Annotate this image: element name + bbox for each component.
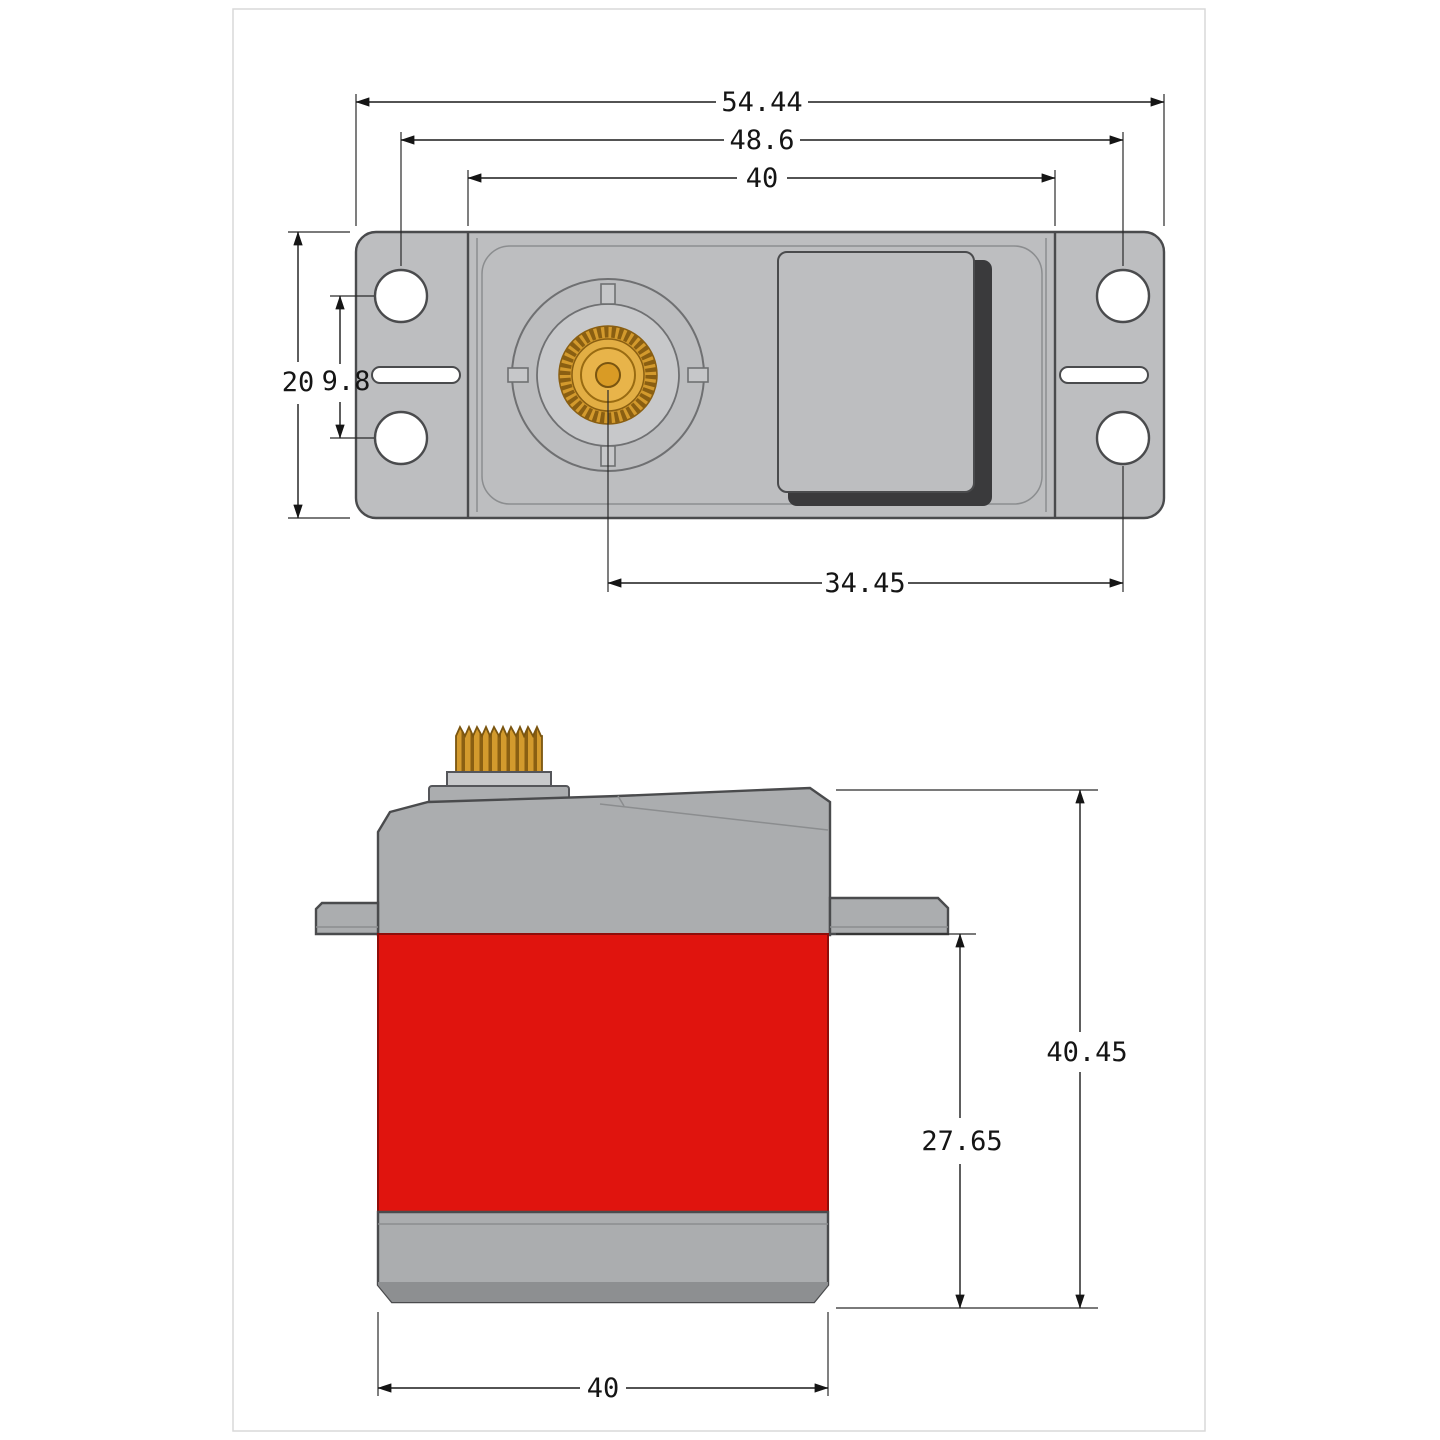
output-spline [558,325,658,425]
top-view: 54.44 48.6 40 20 [282,87,1166,599]
mounting-hole-bottom-left [373,410,429,466]
dim-body-width-side-label: 40 [587,1373,620,1404]
mounting-ear-left [314,901,380,936]
dim-overall-height: 40.45 [836,789,1128,1309]
top-housing-step-line [617,795,625,807]
dim-shaft-to-hole: 34.45 [607,390,1124,599]
dim-lower-body-height: 27.65 [836,933,1003,1309]
dim-hole-pitch: 9.8 [322,295,374,439]
boss-notch-top [600,283,616,305]
mounting-hole-top-right [1095,268,1151,324]
flange-slot-left [371,366,461,384]
spline-gear-side [428,724,570,804]
mounting-hole-bottom-right [1095,410,1151,466]
dim-hole-pitch-label: 9.8 [322,366,371,397]
gear-teeth [455,724,543,775]
spline-center [595,362,621,388]
dim-overall-height-label: 40.45 [1046,1037,1127,1068]
dim-hole-span: 48.6 [400,125,1124,266]
bottom-housing-dark-strip [378,1282,828,1302]
boss-notch-right [687,367,709,383]
dim-body-width-side: 40 [377,1312,829,1404]
top-housing-ridge-line [599,803,829,831]
dim-flange-height-label: 20 [282,367,315,398]
dim-flange-height: 20 [282,231,350,519]
flange-slot-right [1059,366,1149,384]
top-housing [376,786,832,937]
mounting-ear-right [828,896,950,936]
dim-shaft-to-hole-label: 34.45 [824,568,905,599]
side-view: 40.45 27.65 40 [314,724,1128,1404]
dim-hole-span-label: 48.6 [729,125,794,156]
boss-notch-left [507,367,529,383]
mounting-hole-top-left [373,268,429,324]
dim-overall-width: 54.44 [355,87,1165,226]
dim-body-width-top-label: 40 [746,163,779,194]
label-recess [777,251,975,493]
dim-lower-body-height-label: 27.65 [921,1126,1002,1157]
page-frame [232,8,1206,1432]
body-top-face-contour [481,245,1043,505]
red-case [377,933,829,1213]
dim-overall-width-label: 54.44 [721,87,802,118]
dim-body-width-top: 40 [467,163,1056,226]
